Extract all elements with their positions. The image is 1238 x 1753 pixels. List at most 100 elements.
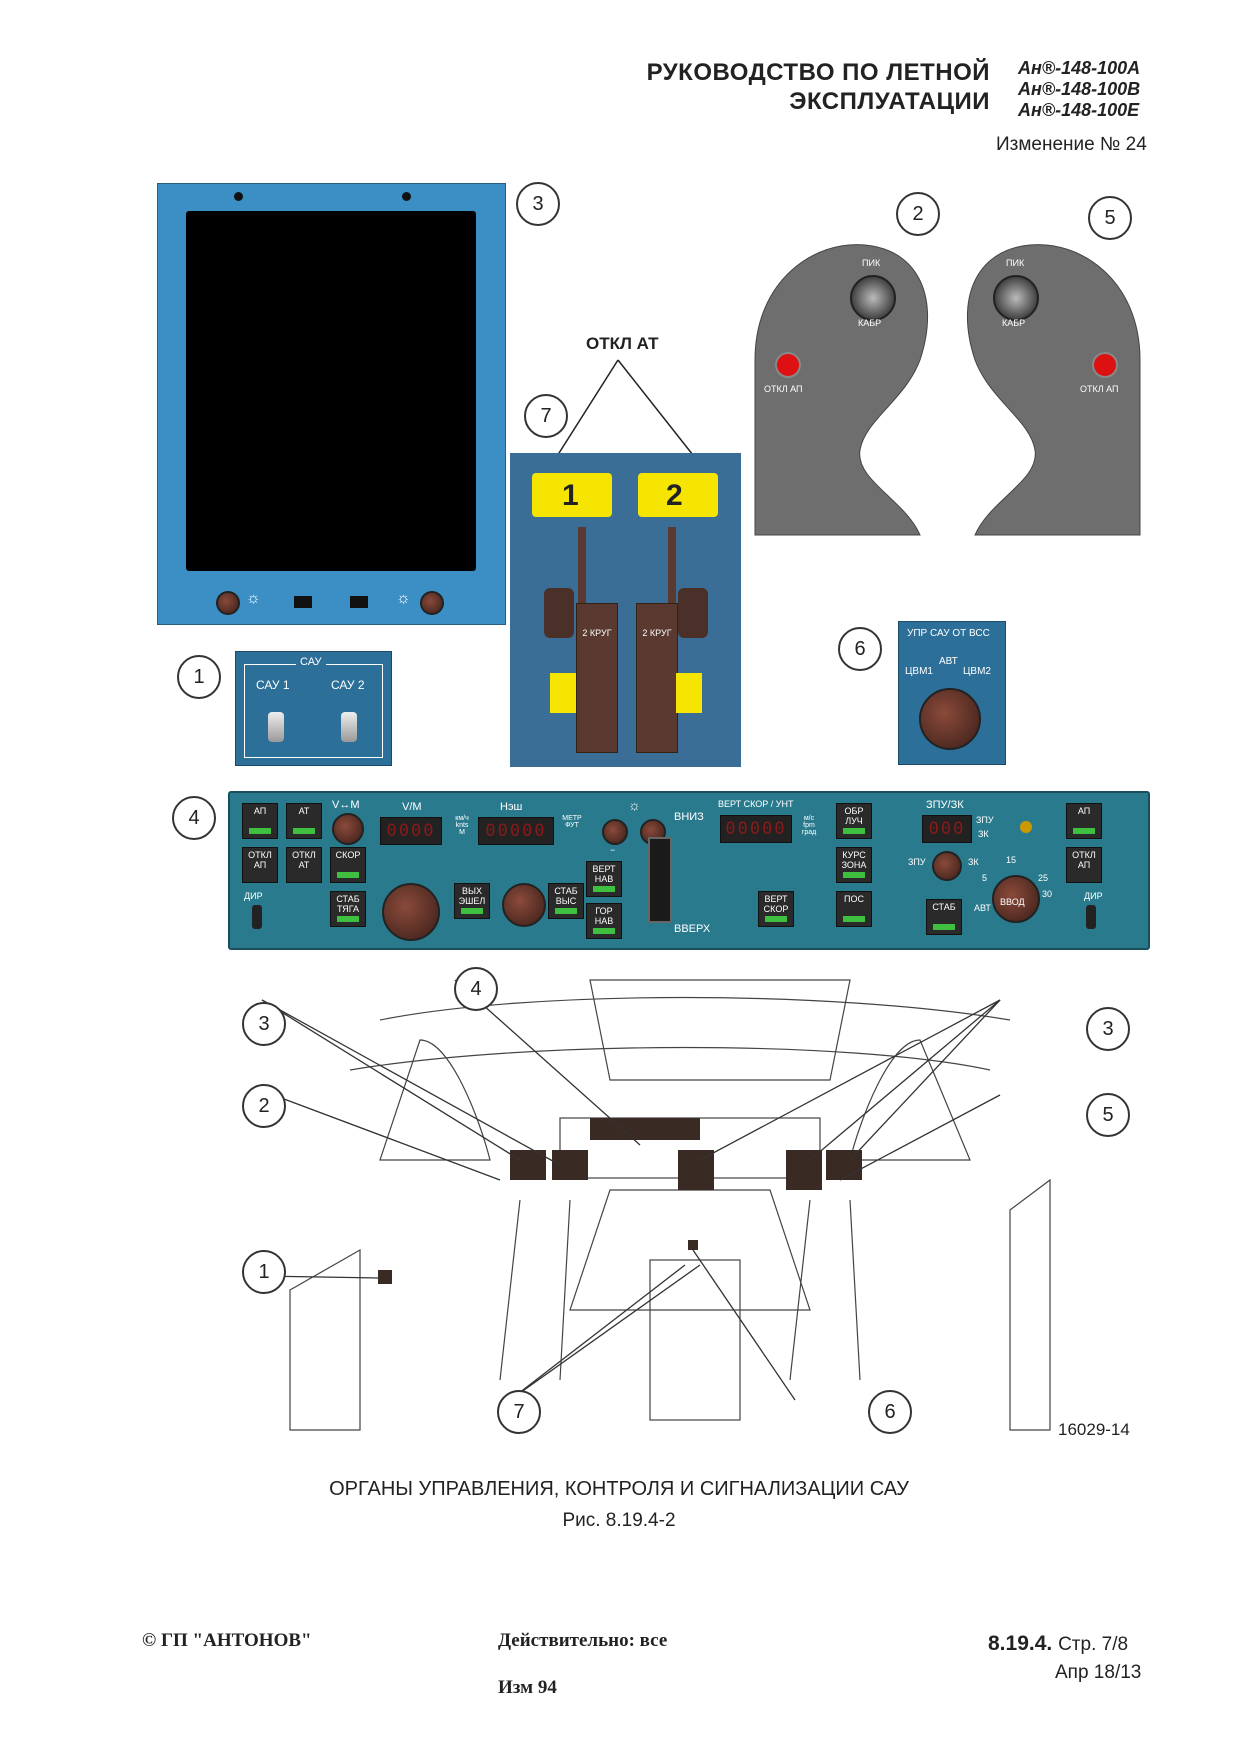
pitch-trim-switch-left[interactable] (850, 275, 896, 321)
alt-hold-button[interactable]: СТАБ ВЫС (548, 883, 584, 919)
manual-title-line2: ЭКСПЛУАТАЦИИ (789, 88, 990, 115)
drawing-callout-1: 1 (242, 1250, 286, 1294)
throttle-2-label: 2 (666, 479, 683, 512)
page-number: Стр. 7/8 (1058, 1634, 1129, 1655)
ap-disconnect-button-right[interactable] (1092, 352, 1118, 378)
model-list: Ан®-148-100А Ан®-148-100В Ан®-148-100Е (1018, 58, 1218, 121)
callout-2: 2 (896, 192, 940, 236)
heading-knob[interactable] (932, 851, 962, 881)
throttle-quadrant: 1 2 2 КРУГ 2 КРУГ (510, 453, 741, 767)
figure-number: Рис. 8.19.4-2 (562, 1510, 676, 1531)
sau2-label: САУ 2 (331, 678, 365, 692)
yellow-stop-left (550, 673, 576, 713)
pitch-trim-switch-right[interactable] (993, 275, 1039, 321)
dir-label-right: ДИР (1084, 891, 1103, 901)
approach-button[interactable]: ПОС (836, 891, 872, 927)
dir-label-left: ДИР (244, 891, 263, 901)
throttle-2-handle[interactable]: 2 (638, 473, 718, 517)
callout-3: 3 (516, 182, 560, 226)
model-b: Ан®-148-100В (1018, 79, 1141, 99)
go-around-label-2: 2 КРУГ (642, 628, 672, 638)
sau2-toggle-switch[interactable] (341, 712, 357, 742)
ap-button[interactable]: АП (242, 803, 278, 839)
yellow-stop-right (676, 673, 702, 713)
speed-display: 0000 (380, 817, 442, 845)
otkl-ap-button-right[interactable]: ОТКЛ АП (1066, 847, 1102, 883)
altitude-display: 00000 (478, 817, 554, 845)
vm-display-label: V/M (402, 801, 422, 813)
otkl-at-caption: ОТКЛ АТ (586, 334, 659, 353)
course-zone-button[interactable]: КУРС ЗОНА (836, 847, 872, 883)
throttle-1-label: 1 (562, 479, 579, 512)
otkl-ap-label-left: ОТКЛ АП (764, 384, 803, 394)
pik-label: ПИК (862, 258, 881, 268)
selector-cvm1: ЦВМ1 (905, 666, 933, 677)
display-button-1[interactable] (294, 596, 312, 608)
alt-units: МЕТР ФУТ (562, 815, 582, 829)
brightness-knob-right[interactable] (420, 591, 444, 615)
left-small-knob[interactable] (602, 819, 628, 845)
throttle-1-handle[interactable]: 1 (532, 473, 612, 517)
throttle-2-lever: 2 КРУГ (636, 603, 678, 753)
model-a: Ан®-148-100А (1018, 58, 1141, 78)
callout-4: 4 (172, 796, 216, 840)
sun-icon: ☼ (246, 590, 261, 607)
fd-toggle-right[interactable] (1086, 905, 1096, 929)
vss-selector-knob[interactable] (919, 688, 981, 750)
bank-scale-15: 15 (1006, 855, 1017, 865)
vs-button[interactable]: ВЕРТ СКОР (758, 891, 794, 927)
reverse-handle-left[interactable] (544, 588, 574, 638)
footer-section: 8.19.4. Стр. 7/8 (988, 1632, 1128, 1656)
minus-label: − (610, 845, 616, 855)
otkl-ap-button[interactable]: ОТКЛ АП (242, 847, 278, 883)
manual-title: РУКОВОДСТВО ПО ЛЕТНОЙ ЭКСПЛУАТАЦИИ (560, 58, 990, 116)
model-e: Ан®-148-100Е (1018, 100, 1140, 120)
drawing-callout-5: 5 (1086, 1093, 1130, 1137)
sun-icon: ☼ (396, 590, 411, 607)
footer-validity: Действительно: все (498, 1630, 668, 1651)
stab-button[interactable]: СТАБ (926, 899, 962, 935)
selector-avt: АВТ (939, 656, 958, 667)
lat-nav-button[interactable]: ГОР НАВ (586, 903, 622, 939)
sau1-toggle-switch[interactable] (268, 712, 284, 742)
vs-thumbwheel[interactable] (648, 837, 672, 923)
brightness-knob-left[interactable] (216, 591, 240, 615)
vm-label: V↔M (332, 799, 360, 811)
kabr-label: КАБР (858, 318, 882, 328)
reverse-handle-right[interactable] (678, 588, 708, 638)
vss-selector-panel: УПР САУ ОТ ВСС ЦВМ1 АВТ ЦВМ2 (898, 621, 1006, 765)
footer-date: Апр 18/13 (1055, 1662, 1142, 1683)
footer-change: Изм 94 (498, 1677, 557, 1698)
speed-button[interactable]: СКОР (330, 847, 366, 883)
vverkh-label: ВВЕРХ (674, 923, 711, 935)
yoke-handle-right (967, 244, 1141, 536)
screw-icon (402, 192, 411, 201)
bank-limit-knob[interactable] (992, 875, 1040, 923)
bank-scale-5: 5 (982, 873, 988, 883)
manual-title-line1: РУКОВОДСТВО ПО ЛЕТНОЙ (646, 59, 990, 86)
vert-nav-button[interactable]: ВЕРТ НАВ (586, 861, 622, 897)
callout-1: 1 (177, 655, 221, 699)
fd-toggle-left[interactable] (252, 905, 262, 929)
bank-scale-25: 25 (1038, 873, 1049, 883)
section-number: 8.19.4. (988, 1632, 1053, 1655)
at-button[interactable]: АТ (286, 803, 322, 839)
ap-button-right[interactable]: АП (1066, 803, 1102, 839)
speed-knob[interactable] (382, 883, 440, 941)
vm-knob[interactable] (332, 813, 364, 845)
display-button-2[interactable] (350, 596, 368, 608)
display-unit: ☼ ☼ (157, 183, 506, 625)
vniz-label: ВНИЗ (674, 811, 704, 823)
kabr-label-right: КАБР (1002, 318, 1026, 328)
drawing-number: 16029-14 (1058, 1420, 1130, 1439)
altitude-knob[interactable] (502, 883, 546, 927)
bank-scale-30: 30 (1042, 889, 1053, 899)
otkl-at-button[interactable]: ОТКЛ АТ (286, 847, 322, 883)
sau-title: САУ (296, 656, 326, 668)
stab-thrust-button[interactable]: СТАБ ТЯГА (330, 891, 366, 927)
back-course-button[interactable]: ОБР ЛУЧ (836, 803, 872, 839)
fl-change-button[interactable]: ВЫХ ЭШЕЛ (454, 883, 490, 919)
ap-disconnect-button-left[interactable] (775, 352, 801, 378)
screw-icon (234, 192, 243, 201)
drawing-callout-7: 7 (497, 1390, 541, 1434)
